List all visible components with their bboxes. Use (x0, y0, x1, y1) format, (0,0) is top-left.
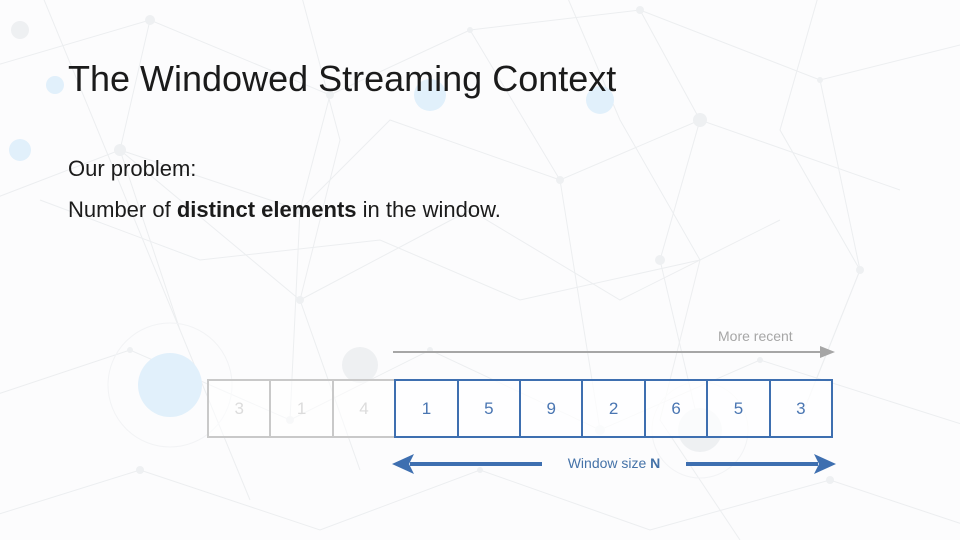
stream-cell-value: 2 (608, 398, 619, 418)
stream-cell-value: 5 (484, 398, 494, 418)
stream-cell-value: 3 (796, 398, 806, 418)
detail-suffix: in the window. (356, 197, 501, 222)
stream-cell[interactable]: 1 (394, 379, 457, 438)
body-text-block: Our problem: Number of distinct elements… (68, 148, 501, 230)
stream-cell[interactable]: 5 (456, 379, 520, 438)
stream-cell-value: 1 (421, 398, 432, 418)
detail-emphasis: distinct elements (176, 197, 357, 222)
detail-prefix: Number of (68, 197, 177, 222)
stream-cell-value: 6 (671, 398, 681, 418)
stream-cell[interactable]: 6 (643, 379, 707, 438)
window-size-label-text: Window size (567, 455, 651, 471)
stream-cell-value: 3 (234, 398, 244, 418)
stream-cell-value: 4 (359, 398, 369, 418)
stream-cell-row: 3 1 4 1 5 9 2 6 5 3 (207, 379, 834, 438)
stream-cell[interactable]: 3 (768, 379, 834, 438)
stream-cell[interactable]: 3 (207, 379, 270, 438)
page-title: The Windowed Streaming Context (68, 58, 617, 99)
stream-cell[interactable]: 4 (331, 379, 395, 438)
window-size-label: Window size N (392, 455, 836, 471)
stream-cell[interactable]: 9 (519, 379, 582, 438)
window-size-double-arrow-icon (392, 454, 836, 474)
stream-cell[interactable]: 1 (269, 379, 332, 438)
problem-detail-line: Number of distinct elements in the windo… (68, 189, 501, 230)
stream-cell-value: 9 (546, 398, 556, 418)
more-recent-arrow-icon (393, 346, 835, 358)
stream-cell[interactable]: 2 (581, 379, 644, 438)
stream-cell-value: 1 (296, 398, 307, 418)
stream-cell[interactable]: 5 (706, 379, 769, 438)
stream-cell-value: 5 (733, 398, 744, 418)
problem-statement-line: Our problem: (68, 156, 197, 181)
window-size-symbol: N (650, 455, 661, 471)
more-recent-label: More recent (718, 328, 793, 344)
